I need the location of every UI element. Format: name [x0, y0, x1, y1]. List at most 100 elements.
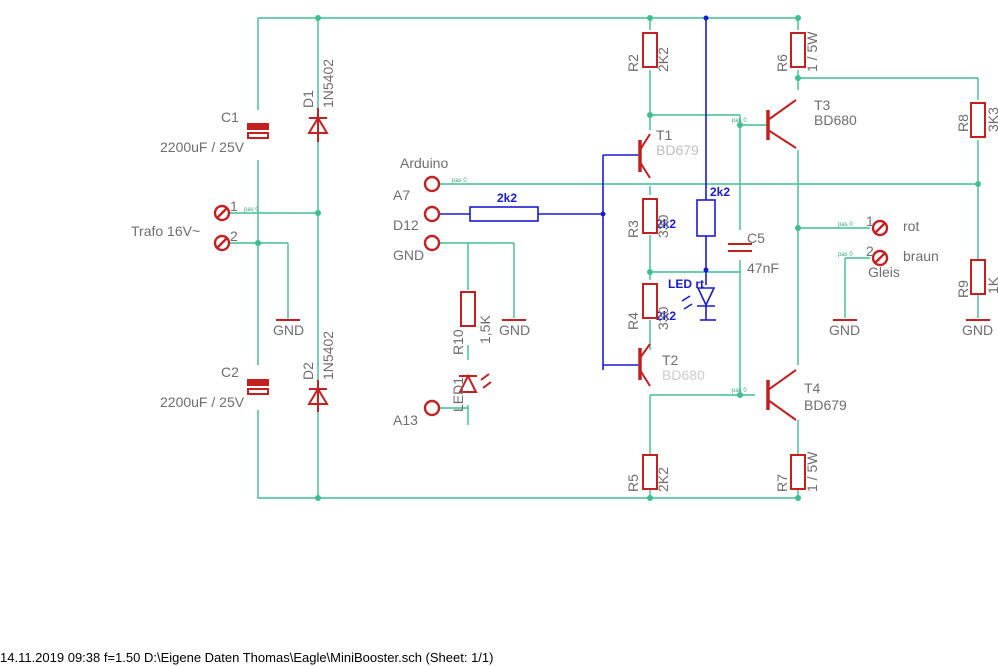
t3-name: T3 [814, 97, 831, 113]
gnd-label-r9: GND [962, 322, 993, 338]
r-a7-label: 2k2 [710, 185, 730, 199]
trafo-pin-1-label: 1 [230, 198, 238, 214]
blue-additions [440, 18, 716, 370]
d12-connector [423, 205, 441, 223]
r8-value: 3K3 [985, 107, 998, 132]
r5-value: 2K2 [655, 467, 671, 492]
r2-name: R2 [625, 54, 641, 72]
resistor-r6 [790, 32, 806, 68]
pad-label: pas 0 [732, 118, 747, 124]
rot-pin-label: 1 [866, 213, 874, 229]
r9-name: R9 [955, 280, 971, 298]
d2-name: D2 [300, 362, 316, 380]
braun-connector [871, 249, 889, 267]
transistor-t3 [766, 99, 797, 149]
arduino-label: Arduino [400, 155, 448, 171]
r6-name: R6 [774, 54, 790, 72]
r6-value: 1 / 5W [804, 31, 820, 72]
r4-value: 330 [655, 306, 671, 330]
capacitor-c5 [728, 243, 752, 252]
gleis-label: Gleis [868, 264, 900, 280]
braun-pin-label: 2 [866, 243, 874, 259]
d1-name: D1 [300, 90, 316, 108]
resistor-r9 [970, 259, 986, 295]
r8-name: R8 [955, 114, 971, 132]
trafo-pin-2-connector [213, 234, 231, 252]
r3-name: R3 [625, 220, 641, 238]
rot-connector [871, 219, 889, 237]
led-rt-symbol [681, 287, 716, 320]
led1-symbol [458, 373, 492, 393]
t2-value: BD680 [662, 367, 705, 383]
c2-name: C2 [221, 364, 239, 380]
pad-label: pas 0 [732, 388, 747, 394]
led1-name: LED1 [450, 377, 466, 412]
pad-markers: pas 0 pas 0 pas 0 pas 0 pas 0 pas 0 [244, 118, 853, 394]
trafo-label: Trafo 16V~ [131, 223, 200, 239]
trafo-pin-2-label: 2 [230, 228, 238, 244]
t2-name: T2 [662, 352, 679, 368]
c5-value: 47nF [747, 260, 779, 276]
r-t1-label: 2k2 [656, 217, 676, 231]
r3-value: 330 [655, 214, 671, 238]
d2-value: 1N5402 [320, 331, 336, 380]
t3-value: BD680 [814, 112, 857, 128]
gnd-connector-label: GND [393, 247, 424, 263]
d1-value: 1N5402 [320, 59, 336, 108]
r5-name: R5 [625, 474, 641, 492]
d12-label: D12 [393, 217, 419, 233]
r-t2-label: 2k2 [656, 309, 676, 323]
c1-name: C1 [221, 109, 239, 125]
r7-value: 1 / 5W [804, 451, 820, 492]
c1-value: 2200uF / 25V [160, 139, 245, 155]
resistor-r8 [970, 102, 986, 138]
a13-connector [423, 399, 441, 417]
transistor-t4 [766, 369, 797, 421]
capacitor-c1 [247, 123, 269, 139]
pad-label: pas 0 [452, 178, 467, 184]
r7-name: R7 [774, 474, 790, 492]
r9-value: 1K [985, 276, 998, 294]
capacitor-c2 [247, 379, 269, 395]
c2-value: 2200uF / 25V [160, 394, 245, 410]
transistor-t2 [638, 343, 651, 387]
pad-label: pas 0 [838, 252, 853, 258]
led-rt-label: LED rt [668, 277, 704, 291]
a7-label: A7 [393, 187, 410, 203]
trafo-pin-1-connector [213, 204, 231, 222]
diode-d2 [307, 380, 329, 412]
footer-status-line: 14.11.2019 09:38 f=1.50 D:\Eigene Daten … [0, 650, 494, 665]
pad-label: pas 0 [838, 222, 853, 228]
t1-value: BD679 [656, 142, 699, 158]
gnd-label-arduino: GND [499, 322, 530, 338]
transistor-t1 [638, 133, 651, 179]
blue-dots [600, 15, 709, 273]
r2-value: 2K2 [655, 47, 671, 72]
c5-name: C5 [747, 230, 765, 246]
gnd-label-trafo: GND [273, 322, 304, 338]
a7-connector [423, 175, 441, 193]
a13-label: A13 [393, 412, 418, 428]
t4-value: BD679 [804, 397, 847, 413]
rot-label: rot [903, 218, 919, 234]
r4-name: R4 [625, 312, 641, 330]
resistor-r10 [460, 291, 476, 327]
braun-label: braun [903, 248, 939, 264]
resistor-r3 [642, 198, 658, 234]
t4-name: T4 [804, 380, 821, 396]
pad-label: pas 0 [244, 207, 259, 213]
gnd-connector [423, 234, 441, 252]
r-d12-label: 2k2 [497, 191, 517, 205]
junction-dots [255, 15, 981, 501]
wires [230, 17, 979, 499]
diode-d1 [307, 108, 329, 142]
t1-name: T1 [656, 127, 673, 143]
gnd-label-gleis: GND [829, 322, 860, 338]
resistor-r5 [642, 454, 658, 490]
r10-value: 1,5K [477, 315, 493, 344]
resistor-r4 [642, 283, 658, 319]
resistor-r2 [642, 32, 658, 68]
r10-name: R10 [450, 329, 466, 355]
